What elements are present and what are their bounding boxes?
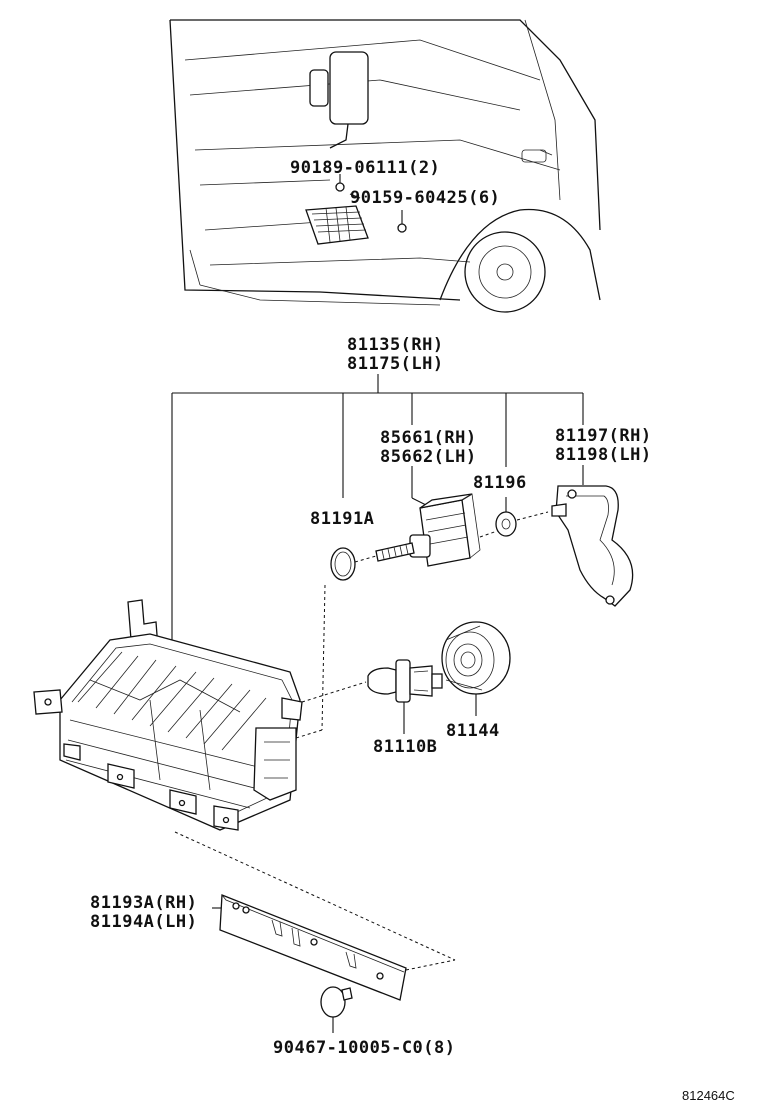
diagram-reference-code: 812464C xyxy=(682,1088,735,1103)
callout-cover-lh: 81198(LH) xyxy=(555,445,652,465)
callout-bulb: 81110B xyxy=(373,737,437,757)
headlamp-assembly-leader-tree xyxy=(171,374,584,640)
halogen-bulb xyxy=(301,659,443,734)
callout-clip: 90467-10005-C0(8) xyxy=(273,1038,456,1058)
seal-ring xyxy=(495,497,549,537)
callout-bracket-rh: 81193A(RH) xyxy=(90,893,197,913)
callout-headlamp-lh: 81175(LH) xyxy=(347,354,444,374)
callout-cover-rh: 81197(RH) xyxy=(555,426,652,446)
callout-leveling-rh: 85661(RH) xyxy=(380,428,477,448)
mounting-bracket xyxy=(219,894,456,1001)
truck-cab-illustration xyxy=(169,19,601,313)
callout-screw-side: 90159-60425(6) xyxy=(350,188,500,208)
o-ring xyxy=(295,547,377,739)
push-clip xyxy=(320,986,353,1033)
callout-leveling-lh: 85662(LH) xyxy=(380,447,477,467)
callout-socket: 81144 xyxy=(446,721,500,741)
callout-bracket-lh: 81194A(LH) xyxy=(90,912,197,932)
bulb-socket xyxy=(441,621,511,716)
callout-oring: 81191A xyxy=(310,509,374,529)
callout-seal: 81196 xyxy=(473,473,527,493)
callout-headlamp-rh: 81135(RH) xyxy=(347,335,444,355)
back-cover xyxy=(551,465,634,607)
callout-screw-top: 90189-06111(2) xyxy=(290,158,440,178)
leveling-actuator xyxy=(375,466,501,567)
headlamp-unit xyxy=(33,599,303,831)
